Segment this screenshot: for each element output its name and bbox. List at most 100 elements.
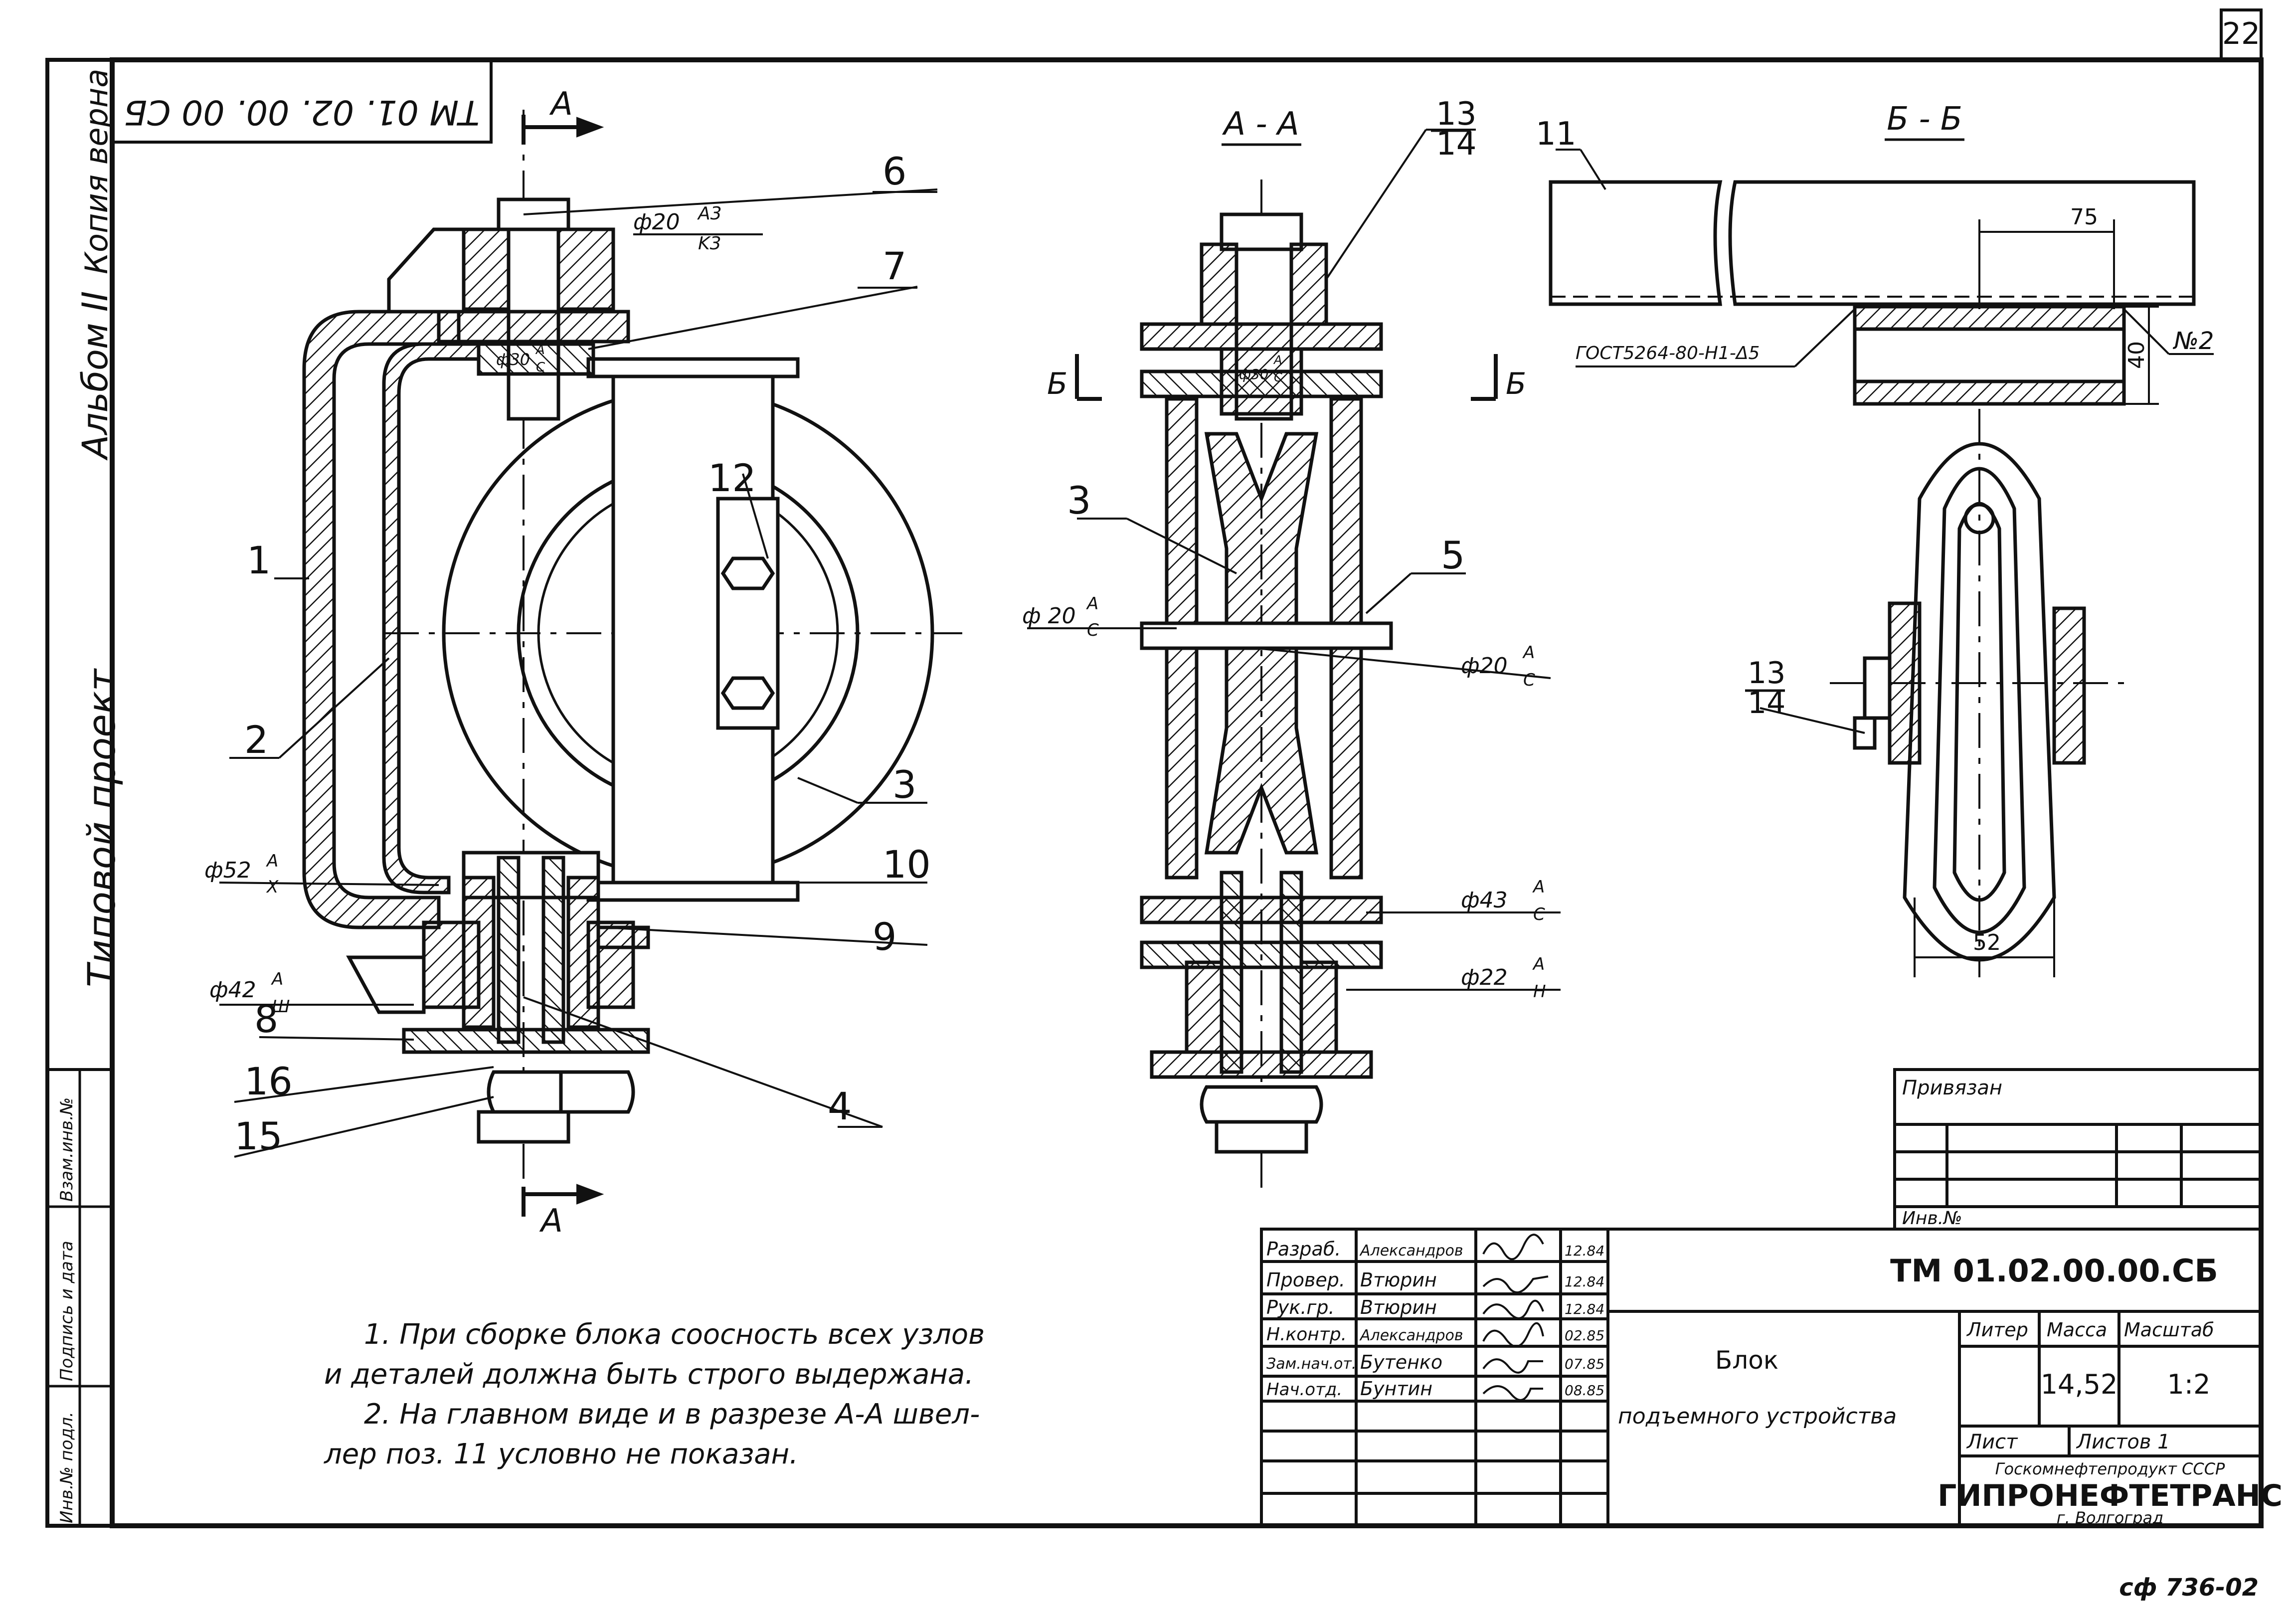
main-leaders	[219, 188, 938, 1158]
dim-d52-den: X	[266, 877, 279, 897]
dim-d20-num: A3	[697, 203, 722, 224]
dim-d43-num: A	[1532, 877, 1545, 897]
section-mark-a-bottom: А	[539, 1203, 563, 1240]
page-number-box	[2220, 8, 2263, 61]
side-strip-inv: Инв.№ подл.	[57, 1412, 77, 1523]
dim-d20-right-den: C	[1523, 670, 1535, 690]
litera-label: Литер	[1966, 1319, 2028, 1341]
dim-d20-value: ф20	[633, 209, 680, 235]
binding-inv: Инв.№	[1902, 1208, 1962, 1229]
tb-date-2: 12.84	[1565, 1301, 1604, 1317]
tb-name-4: Бутенко	[1360, 1351, 1442, 1373]
dim-d43-den: C	[1533, 904, 1545, 924]
dim-d52-num: A	[266, 851, 278, 871]
scale-value: 1:2	[2167, 1369, 2211, 1400]
section-bb-dims	[1556, 149, 2214, 977]
callout-1: 1	[247, 538, 271, 582]
tb-role-0: Разраб.	[1266, 1238, 1341, 1260]
dim-d30-num: A	[535, 343, 545, 358]
dim-52: 52	[1973, 930, 2001, 955]
weld-gost: ГОСТ5264-80-Н1-Δ5	[1576, 343, 1760, 363]
callout-9: 9	[873, 914, 896, 959]
dim-d52-value: ф52	[204, 858, 251, 883]
tb-name-2: Втюрин	[1360, 1296, 1437, 1318]
tb-name-5: Бунтин	[1360, 1378, 1432, 1400]
dim-d30-aa-num: A	[1273, 353, 1282, 367]
item-name-2: подъемного устройства	[1618, 1404, 1897, 1429]
tb-role-5: Нач.отд.	[1266, 1380, 1342, 1400]
callout-3-aa: 3	[1067, 478, 1091, 523]
tb-role-2: Рук.гр.	[1266, 1296, 1335, 1318]
section-bb-title: Б - Б	[1887, 101, 1962, 138]
tb-name-1: Втюрин	[1360, 1269, 1437, 1291]
org-city: г. Волгоград	[2057, 1508, 2163, 1527]
dim-d42-num: A	[271, 969, 283, 989]
frame-inner	[382, 342, 481, 895]
album-label: Альбом II	[75, 291, 116, 461]
main-view	[302, 110, 962, 1197]
callout-2: 2	[244, 718, 268, 762]
callout-4: 6	[882, 149, 906, 193]
callout-12: 12	[708, 456, 756, 500]
side-strip-replace: Взам.инв.№	[57, 1097, 77, 1202]
footer-code: сф 736-02	[2119, 1574, 2259, 1602]
item-name-1: Блок	[1715, 1346, 1778, 1375]
dim-d20-left-num: A	[1086, 594, 1098, 614]
dim-d43-value: ф43	[1461, 888, 1508, 913]
tb-name-0: Александров	[1359, 1242, 1463, 1260]
callout-8: 7	[882, 244, 906, 288]
binding-title: Привязан	[1902, 1077, 2002, 1099]
callout-13-bb: 13	[1748, 656, 1785, 691]
callout-11: 11	[1536, 116, 1576, 153]
corner-code: ТМ 01. 02. 00. 00 СБ	[124, 92, 479, 132]
section-b-mark-left: Б	[1047, 366, 1067, 401]
dim-d20-left-den: C	[1087, 620, 1099, 640]
frame-outer	[302, 310, 461, 929]
callout-16: 16	[244, 1059, 293, 1103]
dim-d22-den: H	[1533, 982, 1546, 1002]
dim-d22-value: ф22	[1461, 965, 1508, 990]
outer-frame	[45, 58, 2263, 1528]
section-bb	[1549, 180, 2196, 977]
note-line-4: лер поз. 11 условно не показан.	[324, 1438, 798, 1470]
side-strip-sign: Подпись и дата	[57, 1241, 77, 1381]
section-aa-leaders	[1027, 129, 1561, 991]
section-mark-a	[522, 115, 604, 1217]
side-strip: Инв.№ подл. Подпись и дата Взам.инв.№	[46, 1068, 114, 1527]
tb-date-3: 02.85	[1565, 1327, 1604, 1344]
dim-d30-den: C	[536, 360, 545, 375]
corner-code-box	[111, 58, 493, 144]
weld-num: №2	[2172, 327, 2214, 355]
dim-40: 40	[2124, 341, 2149, 369]
dim-d30-aa-value: ф30	[1239, 366, 1269, 382]
sheet-label: Лист	[1966, 1431, 2018, 1453]
tb-date-1: 12.84	[1565, 1273, 1604, 1290]
org-name: ГИПРОНЕФТЕТРАНС	[1938, 1478, 2283, 1513]
section-b-marks	[1075, 354, 1498, 401]
dim-d20-den: K3	[698, 233, 721, 254]
title-block-grid	[1260, 1228, 2263, 1527]
note-line-3: 2. На главном виде и в разрезе А-А швел-	[364, 1398, 980, 1431]
note-line-1: 1. При сборке блока соосность всех узлов	[364, 1318, 985, 1351]
dim-d20-right-value: ф20	[1461, 653, 1508, 679]
dim-d30-aa-den: C	[1274, 370, 1282, 384]
section-aa	[1140, 180, 1393, 1192]
project-label: Типовой проект	[79, 668, 124, 987]
callout-10: 10	[882, 842, 931, 887]
sheets-label: Листов 1	[2076, 1431, 2170, 1453]
tb-role-3: Н.контр.	[1266, 1324, 1347, 1345]
callout-5-aa: 5	[1441, 533, 1465, 577]
dim-75: 75	[2070, 204, 2098, 230]
callout-6: 4	[828, 1084, 852, 1128]
tb-name-3: Александров	[1359, 1327, 1463, 1344]
dim-d20-right-num: A	[1522, 643, 1535, 663]
copy-label: Копия верна	[78, 69, 115, 274]
section-b-mark-right: Б	[1506, 366, 1526, 401]
callout-3: 3	[892, 762, 916, 807]
dim-d20-left-value: ф 20	[1022, 603, 1076, 629]
callout-13-aa: 13	[1436, 96, 1476, 133]
section-mark-a-top: А	[549, 86, 573, 123]
dim-d22-num: A	[1532, 954, 1545, 974]
scale-label: Масштаб	[2124, 1319, 2214, 1341]
